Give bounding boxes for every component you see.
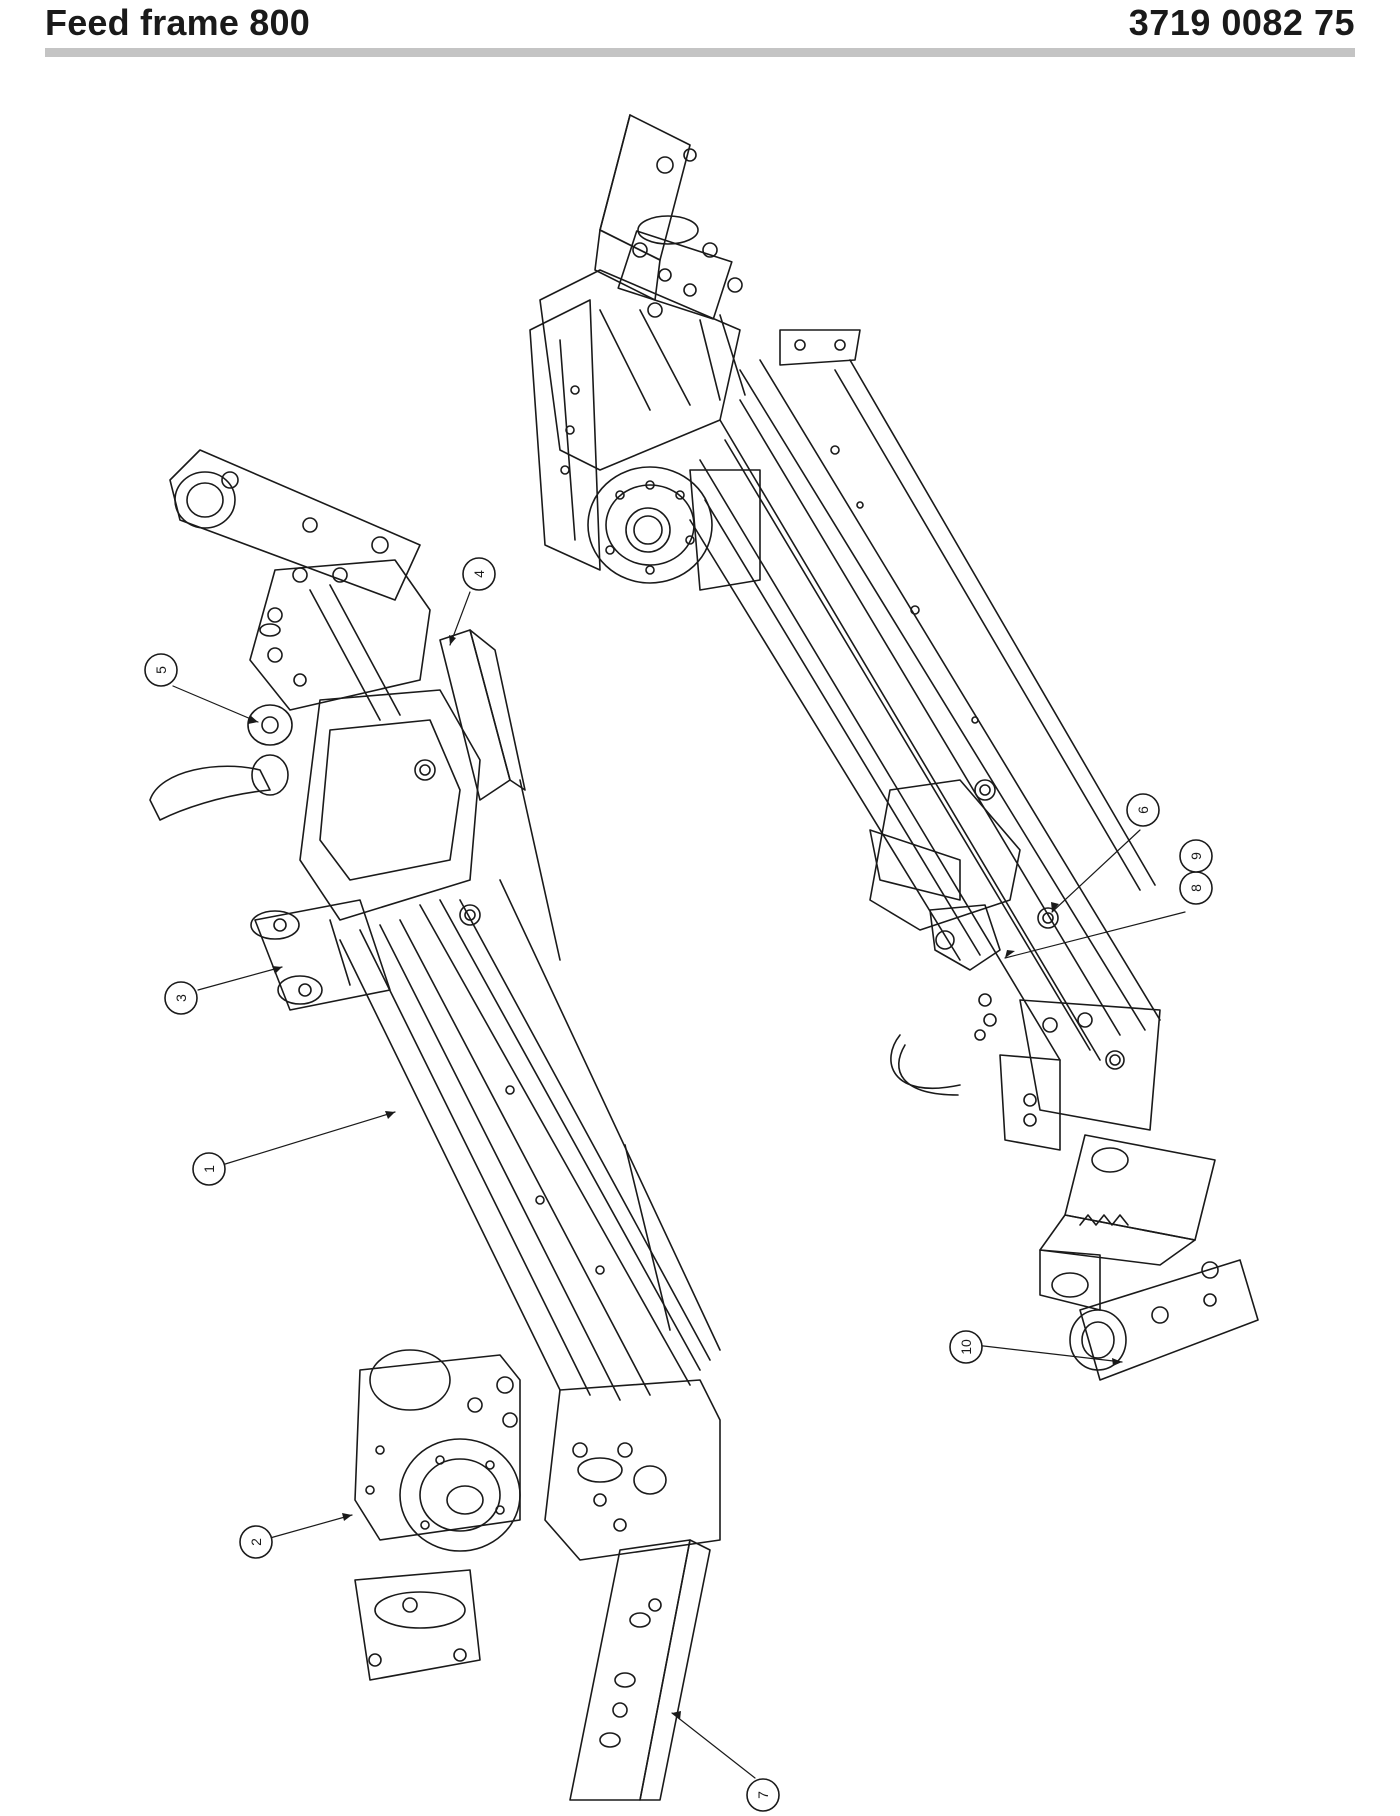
callout-balloon-10: 10 [949, 1330, 983, 1364]
callout-balloon-5: 5 [144, 653, 178, 687]
callout-balloon-4: 4 [462, 557, 496, 591]
page-header: Feed frame 800 3719 0082 75 [45, 0, 1355, 60]
callout-label-1: 1 [201, 1165, 217, 1173]
callout-label-5: 5 [153, 666, 169, 674]
callout-balloon-3: 3 [164, 981, 198, 1015]
callout-balloon-8: 8 [1179, 871, 1213, 905]
leader-arrowheads [248, 635, 1122, 1720]
callout-label-3: 3 [173, 994, 189, 1002]
callout-balloon-7: 7 [746, 1778, 780, 1812]
callout-balloon-2: 2 [239, 1525, 273, 1559]
header-rule [45, 48, 1355, 57]
document-number: 3719 0082 75 [1128, 2, 1355, 43]
left-feed-assembly [149, 449, 721, 1801]
right-feed-assembly [529, 114, 1259, 1381]
page-title: Feed frame 800 [45, 2, 310, 43]
callout-label-2: 2 [248, 1538, 264, 1546]
callout-label-8: 8 [1188, 884, 1204, 892]
callout-leaders [172, 591, 1186, 1779]
callout-balloon-1: 1 [192, 1152, 226, 1186]
callout-label-6: 6 [1135, 806, 1151, 814]
callout-balloon-9: 9 [1179, 839, 1213, 873]
callout-label-9: 9 [1188, 852, 1204, 860]
callout-label-7: 7 [755, 1791, 771, 1799]
callout-label-4: 4 [471, 570, 487, 578]
callout-balloon-6: 6 [1126, 793, 1160, 827]
callout-label-10: 10 [958, 1339, 974, 1355]
